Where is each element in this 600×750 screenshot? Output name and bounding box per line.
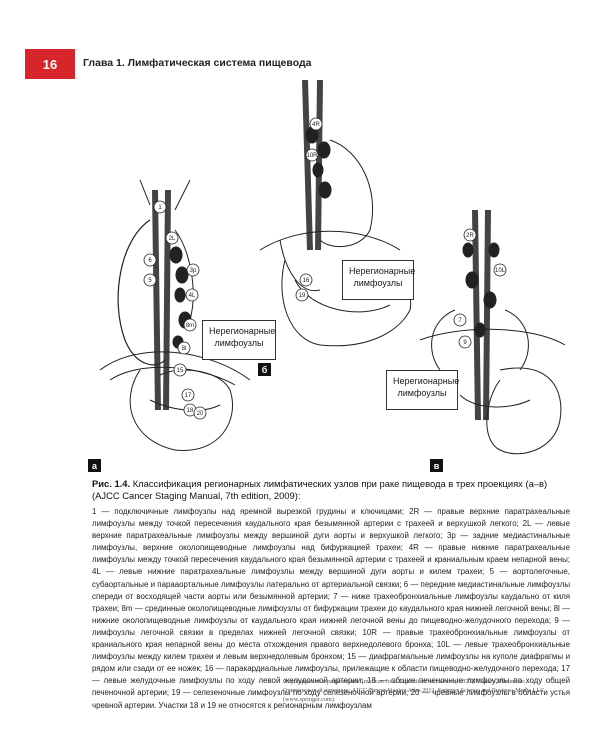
node-label: 4L [189, 293, 196, 299]
node-label: 4R [312, 122, 320, 128]
figure-illustration: 1 2L 6 5 3p 4L 8m 8l 15 17 18 20 4R 10R … [80, 80, 570, 475]
node-label: 17 [185, 393, 192, 399]
node-label: 15 [177, 368, 184, 374]
node-label: 2R [466, 233, 474, 239]
panel-c-drawing [420, 210, 565, 454]
node-label: 2L [169, 236, 176, 242]
node-label: 16 [303, 278, 310, 284]
callout-nonregional-nodes-c: Нерегионарные лимфоузлы [386, 370, 458, 410]
panel-a-drawing [100, 180, 250, 450]
node-label: 10L [495, 268, 506, 274]
node-label: 19 [299, 293, 306, 299]
caption-text: Классификация регионарных лимфатических … [92, 478, 547, 501]
panel-label-b: б [258, 363, 271, 376]
panel-label-c: в [430, 459, 443, 472]
chapter-title: Глава 1. Лимфатическая система пищевода [83, 57, 312, 69]
anatomy-drawing: 1 2L 6 5 3p 4L 8m 8l 15 17 18 20 4R 10R … [80, 80, 570, 475]
panel-b-drawing [260, 80, 411, 346]
footnote: Опубликовано с разрешения American Joint… [283, 677, 573, 704]
node-label: 10R [306, 153, 318, 159]
node-label: 3p [190, 268, 197, 274]
figure-caption: Рис. 1.4. Классификация регионарных лимф… [92, 478, 570, 502]
page-number: 16 [25, 49, 75, 79]
footnote-line-1: Опубликовано с разрешения American Joint… [283, 677, 573, 686]
panel-label-a: а [88, 459, 101, 472]
node-label: 8l [182, 346, 187, 352]
node-label: 18 [187, 408, 194, 414]
node-label: 8m [186, 323, 194, 329]
caption-label: Рис. 1.4. [92, 478, 130, 489]
footnote-line-2: Оригинальный источник: AJCC Cancer Stagi… [283, 686, 573, 704]
node-label: 20 [197, 411, 204, 417]
callout-nonregional-nodes-a: Нерегионарные лимфоузлы [202, 320, 276, 360]
callout-nonregional-nodes-b: Нерегионарные лимфоузлы [342, 260, 414, 300]
